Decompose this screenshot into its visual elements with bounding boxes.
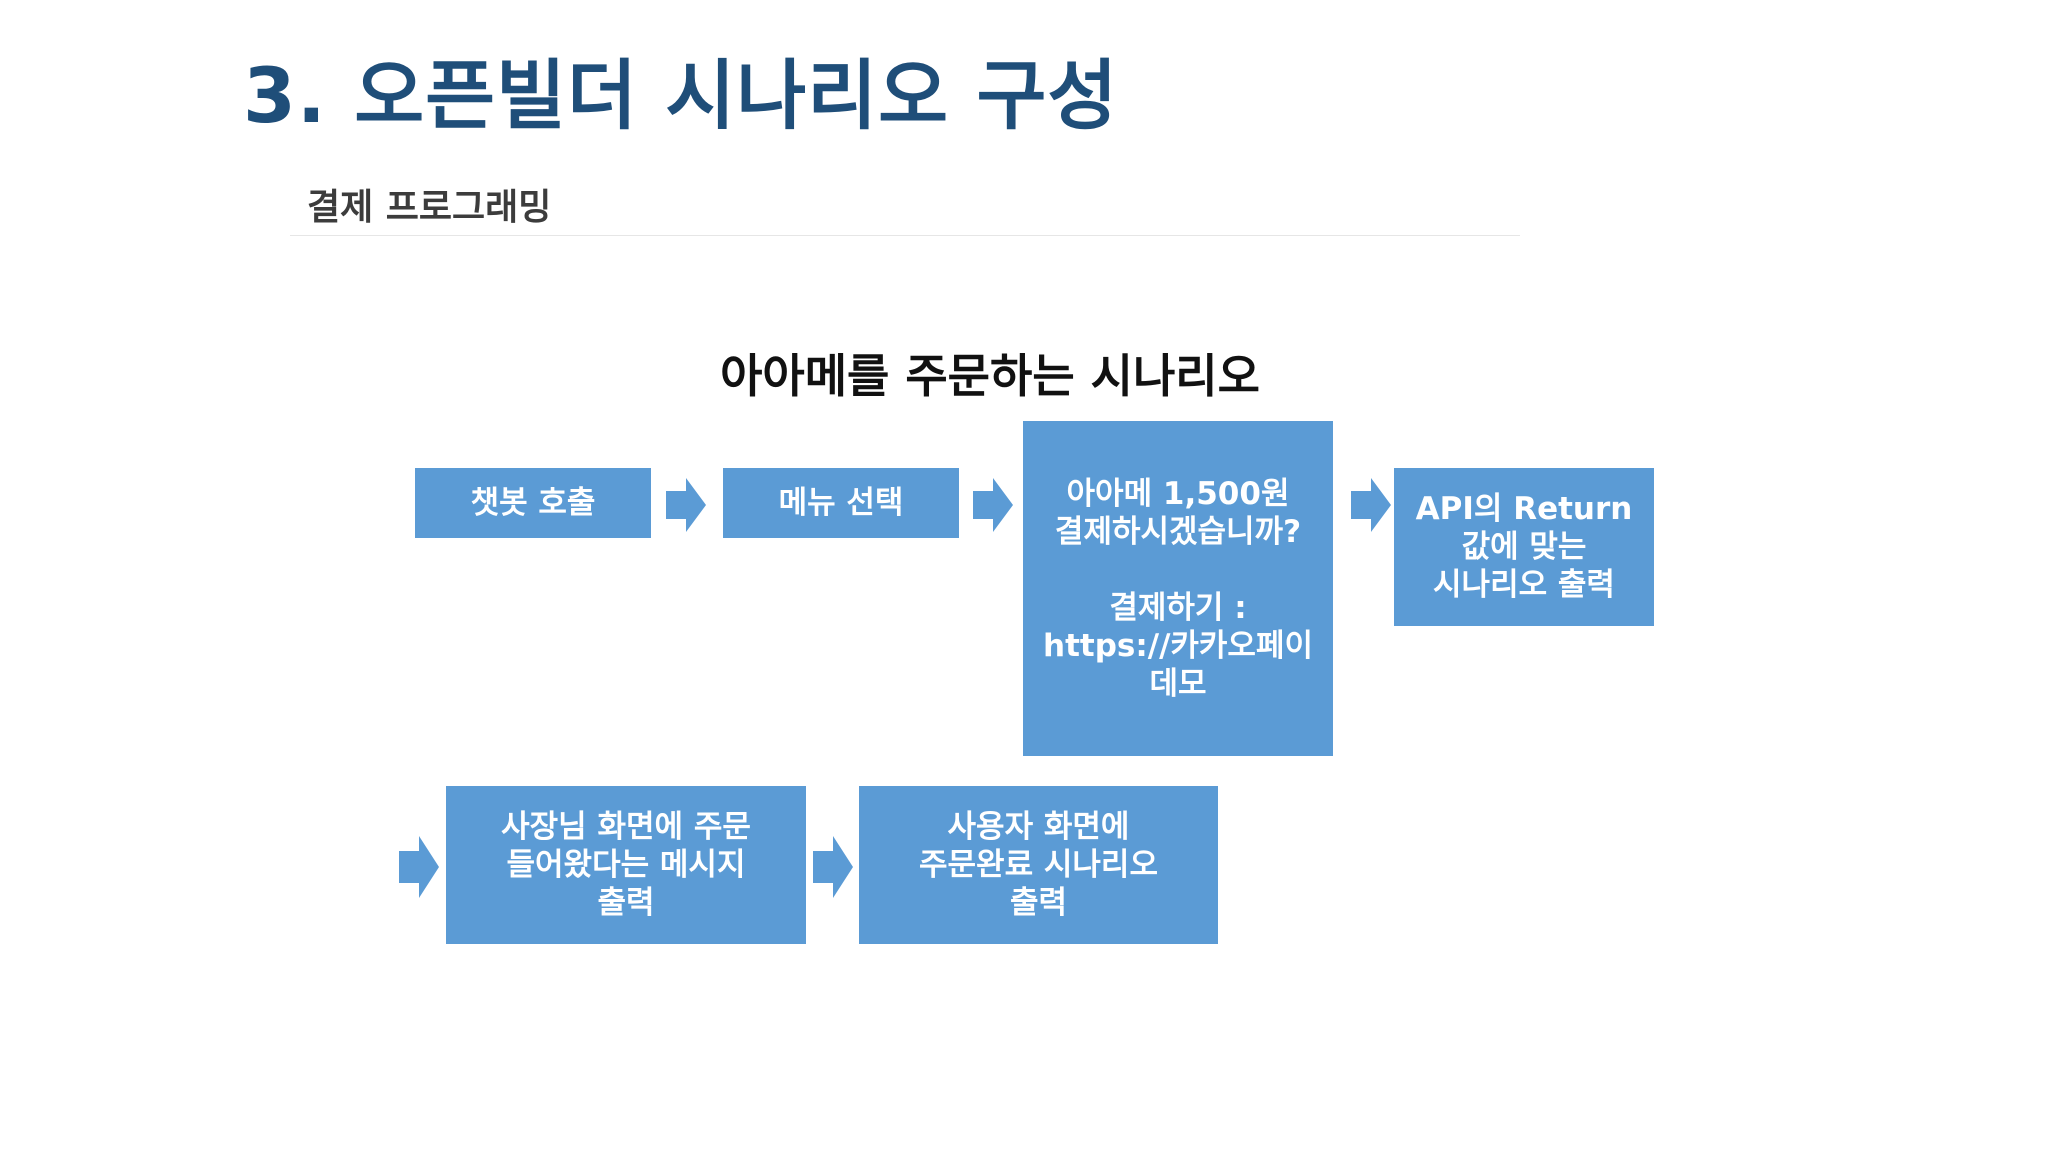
arrow-right-icon [399,836,439,898]
step-label: 사용자 화면에 [947,809,1130,845]
step-label: 출력 [1009,885,1068,921]
step-label: 데모 [1149,665,1207,702]
step-label: 결제하기 : [1109,589,1247,626]
divider [290,235,1520,236]
arrow-right-icon [973,478,1013,532]
step-label: 결제하시겠습니까? [1054,513,1302,550]
step-api-return: API의 Return 값에 맞는 시나리오 출력 [1394,468,1654,626]
step-label: 메뉴 선택 [778,485,904,521]
step-label: 값에 맞는 [1461,529,1587,565]
slide-title: 3. 오픈빌더 시나리오 구성 [243,51,1119,140]
section-label: 결제 프로그래밍 [307,187,552,228]
step-menu-select: 메뉴 선택 [723,468,959,538]
step-label: 아아메 1,500원 [1066,475,1290,512]
step-label: 들어왔다는 메시지 [506,847,746,883]
step-label: https://카카오페이 [1043,627,1313,664]
arrow-right-icon [1351,478,1391,532]
arrow-right-icon [666,478,706,532]
step-label: API의 Return [1415,491,1633,527]
step-payment-confirm: 아아메 1,500원 결제하시겠습니까? 결제하기 : https://카카오페… [1023,421,1333,756]
step-label: 챗봇 호출 [470,485,596,521]
step-chatbot-call: 챗봇 호출 [415,468,651,538]
step-label: 주문완료 시나리오 [919,847,1158,883]
step-label: 출력 [597,885,655,921]
diagram-title: 아아메를 주문하는 시나리오 [720,349,1260,403]
step-label: 사장님 화면에 주문 [501,809,751,845]
step-label: 시나리오 출력 [1433,567,1615,603]
step-user-complete: 사용자 화면에 주문완료 시나리오 출력 [859,786,1218,944]
arrow-right-icon [813,836,853,898]
step-owner-message: 사장님 화면에 주문 들어왔다는 메시지 출력 [446,786,806,944]
